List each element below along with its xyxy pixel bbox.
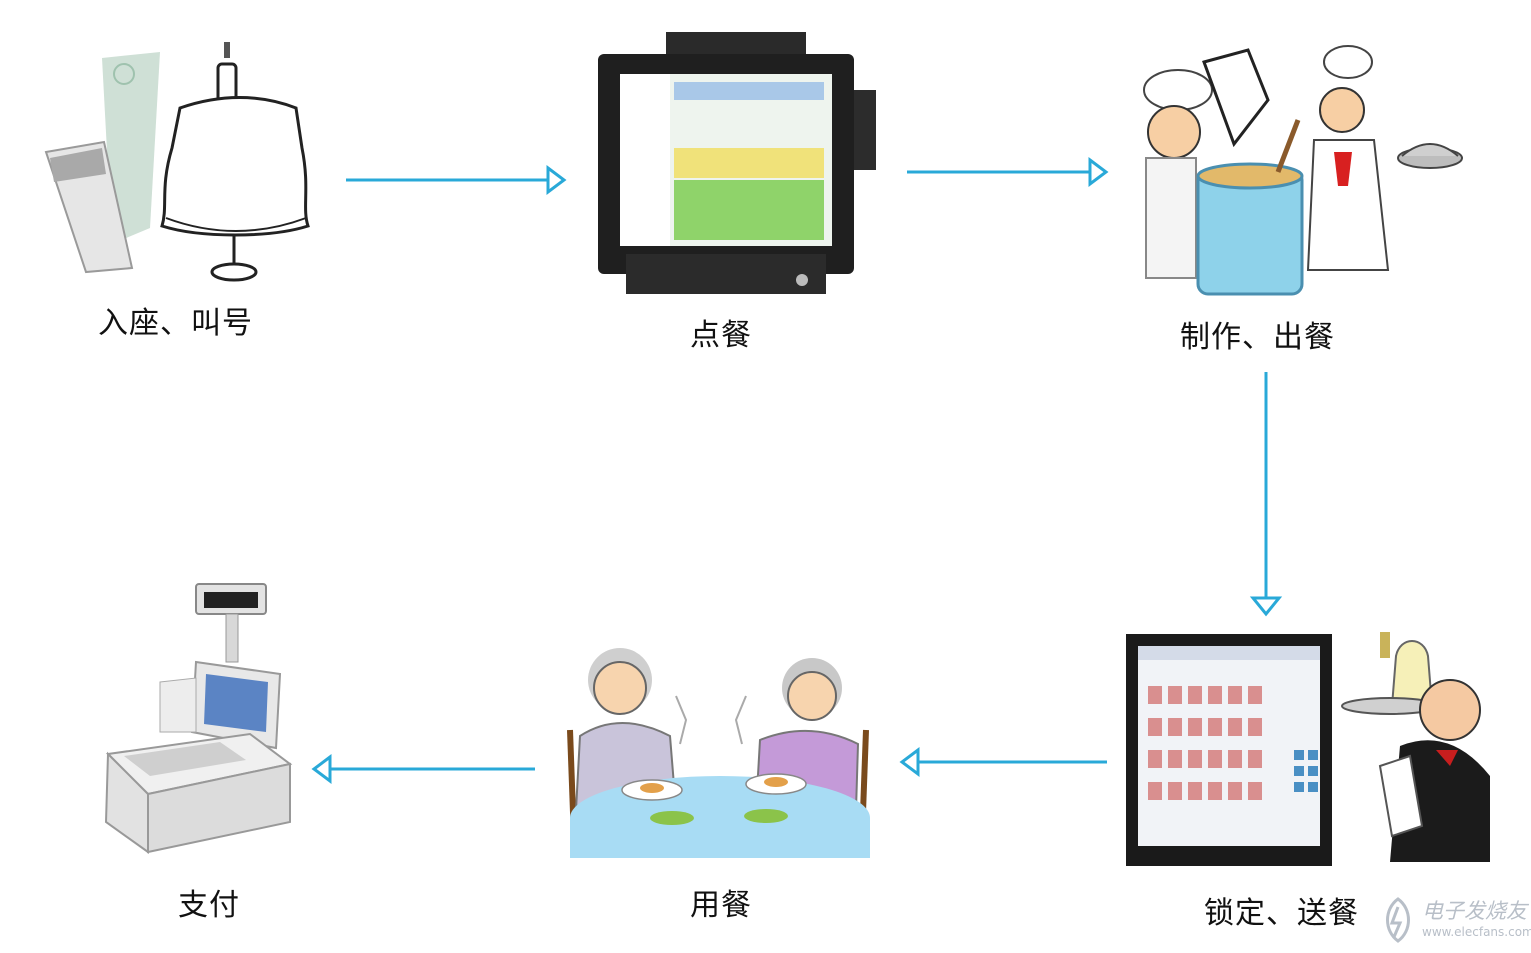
arrow-cook-to-deliver — [1249, 372, 1283, 617]
arrow-seat-to-order — [346, 165, 567, 195]
arrow-dine-to-pay — [311, 754, 535, 784]
dining-table-icon — [160, 42, 310, 282]
pos-terminal-icon — [598, 32, 876, 294]
ticket-kiosk-icon — [44, 42, 310, 282]
arrow-order-to-cook — [907, 157, 1109, 187]
chefs-icon — [1143, 45, 1463, 296]
label-dine: 用餐 — [690, 888, 752, 923]
watermark-url: www.elecfans.com — [1422, 925, 1531, 939]
arrow-deliver-to-dine — [899, 747, 1107, 777]
tablet-icon — [1126, 634, 1332, 866]
node-dine — [560, 640, 880, 860]
node-order — [596, 30, 886, 298]
cash-register-icon — [104, 583, 293, 854]
label-pay: 支付 — [178, 888, 240, 923]
node-pay — [100, 582, 300, 858]
diners-icon — [567, 648, 870, 860]
node-cook — [1138, 40, 1468, 302]
watermark: 电子发烧友 www.elecfans.com — [1378, 895, 1531, 950]
logo-icon — [1386, 897, 1410, 943]
label-seat: 入座、叫号 — [98, 306, 253, 341]
watermark-text: 电子发烧友 — [1422, 899, 1527, 923]
label-order: 点餐 — [690, 318, 752, 353]
node-deliver — [1124, 626, 1500, 868]
label-deliver: 锁定、送餐 — [1204, 896, 1359, 931]
label-cook: 制作、出餐 — [1180, 320, 1335, 355]
node-seat — [40, 38, 320, 288]
waiter-icon — [1341, 632, 1490, 862]
